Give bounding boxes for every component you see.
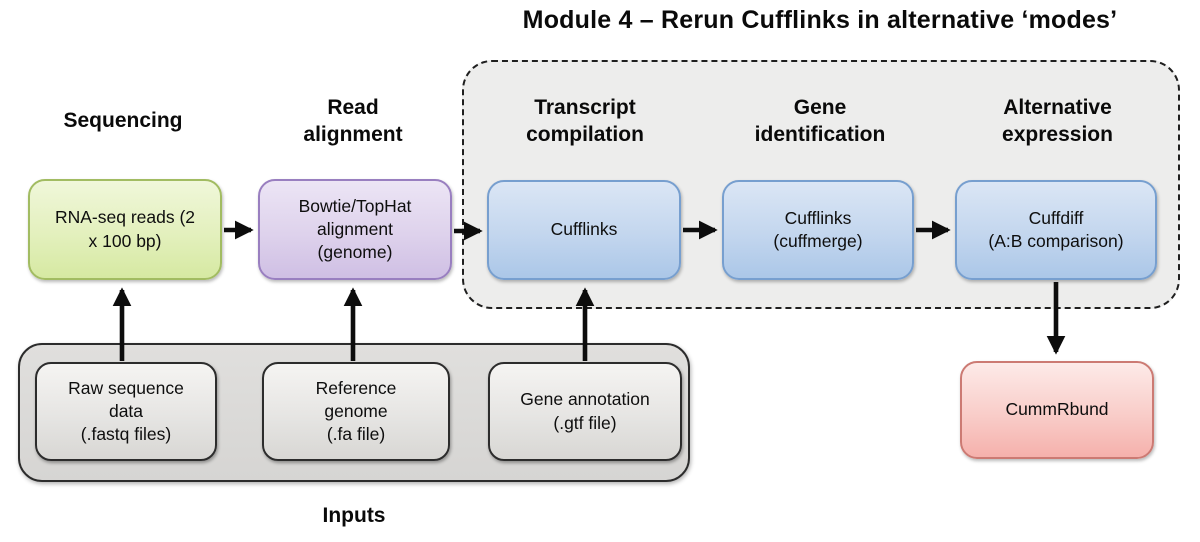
node-cummrbund: CummRbund xyxy=(960,361,1154,459)
inputs-label: Inputs xyxy=(322,504,386,527)
node-raw-sequence-data: Raw sequence data (.fastq files) xyxy=(35,362,217,461)
stage-header-alternative-expression: Alternative expression xyxy=(1002,96,1113,146)
node-reference-genome: Reference genome (.fa file) xyxy=(262,362,450,461)
stage-header-gene-identification: Gene identification xyxy=(754,96,886,146)
node-gene-annotation: Gene annotation (.gtf file) xyxy=(488,362,682,461)
node-rna-seq-reads: RNA-seq reads (2 x 100 bp) xyxy=(28,179,222,280)
stage-header-read-alignment: Read alignment xyxy=(303,96,403,146)
node-bowtie-tophat-alignment: Bowtie/TopHat alignment (genome) xyxy=(258,179,452,280)
stage-header-transcript-compilation: Transcript compilation xyxy=(526,96,644,146)
node-cuffdiff: Cuffdiff (A:B comparison) xyxy=(955,180,1157,280)
diagram-title: Module 4 – Rerun Cufflinks in alternativ… xyxy=(522,6,1118,34)
node-cufflinks: Cufflinks xyxy=(487,180,681,280)
stage-header-sequencing: Sequencing xyxy=(63,109,183,132)
node-cufflinks-cuffmerge: Cufflinks (cuffmerge) xyxy=(722,180,914,280)
